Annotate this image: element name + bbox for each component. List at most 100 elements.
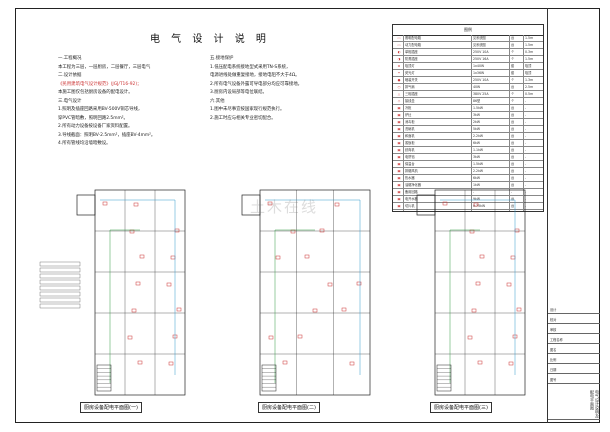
note-line: 2.施工时应与相关专业密切配合。 [210,115,276,121]
note-line: 2.所有电气设备外露可导电部分均应可靠接地。 [210,81,303,87]
legend-cell-spec: 2kW [473,120,481,124]
legend-cell-name: 洗碗机 [405,127,415,131]
legend-cell-spec: 见系统图 [473,43,486,47]
equipment-symbol [467,335,473,340]
title-block-cell: 工程名称 [548,338,600,344]
legend-cell-spec: 3kW [473,113,481,117]
note-line: 六.其他 [210,98,225,104]
legend-cell-sym: ▭ [397,36,401,40]
legend-cell-spec: 9kW [473,197,481,201]
equipment-symbol [506,282,512,287]
legend-cell-unit: 套 [511,64,515,68]
equipment-symbol [282,360,288,365]
note-line: 本工程为三层，一层厨房，二层餐厅，三层电气 [58,64,151,70]
legend-cell-mount: - [525,134,527,138]
legend-cell-mount: - [525,176,527,180]
equipment-symbol [139,254,145,259]
legend-cell-unit: 台 [511,141,515,145]
panel-schedule-row [39,261,81,267]
legend-cell-name: 排烟风机 [405,169,418,173]
legend-cell-mount: 吸顶 [525,71,532,75]
wiring-route [449,229,480,383]
legend-cell-mount: - [525,197,527,201]
legend-cell-mount: - [525,162,527,166]
legend-cell-sym: ▣ [397,204,401,208]
note-line: 2.所有动力设备按设备厂家资料配置。 [58,124,133,129]
equipment-symbol [312,308,318,313]
panel-schedule-row [39,291,81,297]
note-line: 1.照明及插座回路采用BV-500V铜芯导线， [58,107,143,112]
legend-cell-spec: 1.5kW [473,162,484,166]
panel-schedule-row [39,303,81,309]
page-title: 电 气 设 计 说 明 [150,34,270,45]
legend-cell-sym: ▣ [397,148,401,152]
legend-cell-name: 照明配电箱 [405,36,421,40]
wiring-route [265,199,361,375]
equipment-symbol [268,335,274,340]
legend-cell-name: 排气扇 [405,85,415,89]
legend-cell-mount: 1.5m [525,43,534,47]
plan-caption-3: 厨房设备配电平面图(三) [430,402,492,413]
watermark-text: 土木在线 [250,198,319,216]
legend-cell-spec: 0.75kW [473,204,486,208]
legend-cell-unit: 台 [511,155,515,159]
legend-cell-spec: 1x36W [473,71,485,75]
equipment-symbol [127,335,133,340]
equipment-symbol [471,308,477,313]
note-line: 穿PVC管暗敷，照明回路2.5mm²。 [58,115,128,121]
legend-cell-name: 接线盒 [405,99,415,103]
legend-cell-mount: 1.5m [525,36,534,40]
legend-cell-name: 炉灶 [405,113,412,117]
wiring-route [100,199,176,375]
legend-cell-name: 暗装开关 [405,78,418,82]
legend-cell-name: 切片机 [405,204,415,208]
title-block-cell: 比例 [548,358,600,364]
equipment-symbol [290,229,296,234]
legend-cell-mount: 0.3m [525,50,534,54]
legend-cell-name: 蒸饭柜 [405,141,415,145]
legend-cell-spec: 1.5kW [473,106,484,110]
legend-cell-name: 电饼铛 [405,155,415,159]
equipment-symbol [516,307,522,312]
legend-cell-spec: - [473,190,475,194]
legend-cell-sym: ▣ [397,113,401,117]
legend-cell-unit: 台 [511,183,515,187]
legend-cell-unit: 个 [511,57,515,61]
legend-cell-mount: 0.5m [525,92,534,96]
equipment-symbol [469,229,475,234]
legend-cell-unit: 台 [511,43,515,47]
legend-cell-sym: ▣ [397,141,401,145]
plan-annex [241,194,261,216]
legend-cell-name: 电开水器 [405,197,418,201]
legend-cell-mount: - [525,141,527,145]
legend-cell-name: 油烟净化器 [405,183,421,187]
legend-cell-sym: ▣ [397,183,401,187]
legend-cell-sym: ◑ [397,57,401,61]
title-block: 设计校对审核工程名称图名比例日期图号电气设计说明及配电平面图 [547,8,600,423]
legend-cell-unit: 个 [511,50,515,54]
title-block-cell: 图号 [548,378,600,384]
plan-annex [416,194,436,216]
drawing-frame [15,8,600,423]
legend-cell-name: 热水器 [405,176,415,180]
legend-cell-spec: 3kW [473,155,481,159]
legend-cell-spec: 2.2kW [473,134,484,138]
plan-annex [76,194,96,216]
legend-cell-unit: 套 [511,71,515,75]
equipment-symbol [319,228,325,233]
legend-cell-mount: - [525,113,527,117]
legend-cell-spec: 6kW [473,176,481,180]
wiring-route [109,229,140,383]
